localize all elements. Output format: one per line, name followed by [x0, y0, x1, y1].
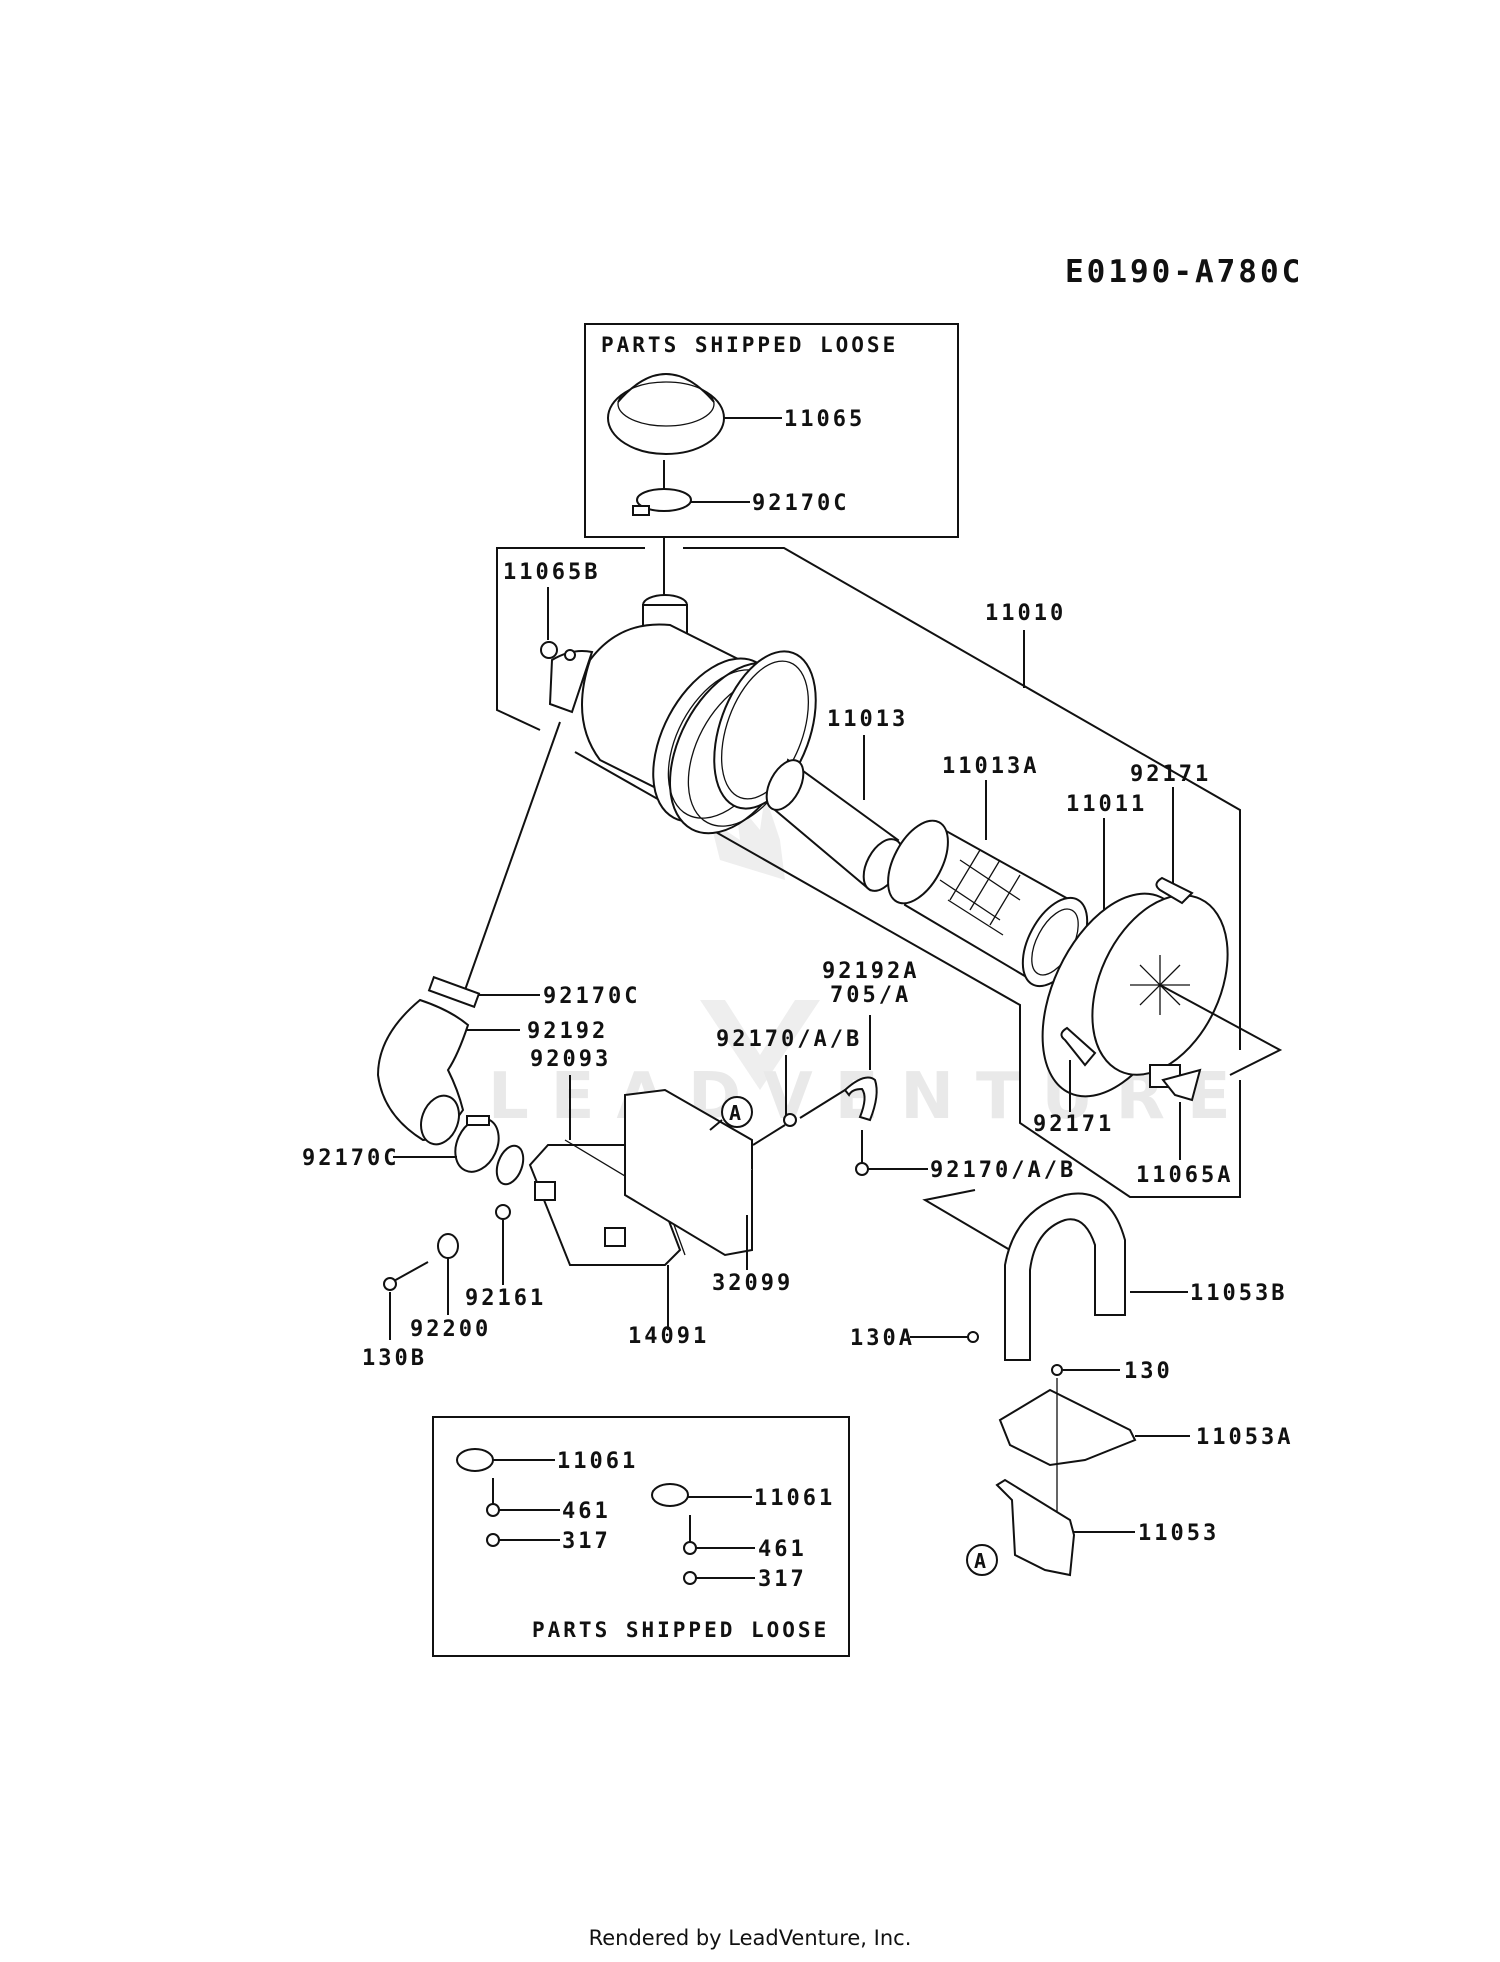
part-label-11013[interactable]: 11013: [827, 707, 908, 732]
dust-valve-11065A[interactable]: [1161, 1068, 1202, 1102]
part-label-14091[interactable]: 14091: [628, 1324, 709, 1349]
washer-461-left[interactable]: [486, 1503, 500, 1517]
box-frame: [584, 323, 959, 538]
bracket-11053A[interactable]: [998, 1388, 1137, 1467]
callout-marker-a-lower: A: [966, 1544, 998, 1576]
part-label-130B[interactable]: 130B: [362, 1346, 427, 1371]
part-label-317-right[interactable]: 317: [758, 1567, 807, 1592]
washer-461-right[interactable]: [683, 1541, 697, 1555]
base-plate-32099[interactable]: [624, 1088, 753, 1257]
part-label-92170C-lower[interactable]: 92170C: [302, 1146, 399, 1171]
part-label-11010[interactable]: 11010: [985, 601, 1066, 626]
box-frame: [432, 1416, 850, 1657]
part-label-11061-left[interactable]: 11061: [557, 1449, 638, 1474]
part-label-11011[interactable]: 11011: [1066, 792, 1147, 817]
hose-clamp-92170C-upper[interactable]: [427, 975, 481, 1009]
hose-clamp-92170C-lower[interactable]: [447, 1111, 507, 1179]
grommet-92161[interactable]: [495, 1204, 511, 1220]
flame-watermark-icon: [710, 795, 785, 880]
part-label-11061-right[interactable]: 11061: [754, 1486, 835, 1511]
svg-text:A: A: [729, 1101, 741, 1125]
box-title: PARTS SHIPPED LOOSE: [532, 1618, 829, 1642]
callout-marker-a-upper: A: [709, 1096, 753, 1131]
part-label-92170C-upper[interactable]: 92170C: [543, 984, 640, 1009]
part-label-92161[interactable]: 92161: [465, 1286, 546, 1311]
washer-92200[interactable]: [437, 1233, 459, 1259]
part-label-92192[interactable]: 92192: [527, 1019, 608, 1044]
nut-317-left[interactable]: [486, 1533, 500, 1547]
plate-11053[interactable]: [995, 1478, 1076, 1577]
part-label-11065A[interactable]: 11065A: [1136, 1163, 1233, 1188]
part-label-92170AB-lower[interactable]: 92170/A/B: [930, 1158, 1076, 1183]
part-label-461-right[interactable]: 461: [758, 1537, 807, 1562]
bolt-130B[interactable]: [383, 1261, 429, 1291]
part-label-92171-bottom[interactable]: 92171: [1033, 1112, 1114, 1137]
gasket-11061-left[interactable]: [456, 1448, 494, 1472]
part-label-461-left[interactable]: 461: [562, 1499, 611, 1524]
hose-clamp-92170C-top[interactable]: [632, 488, 692, 516]
nut-317-right[interactable]: [683, 1571, 697, 1585]
assembly-bracket-11010: [496, 547, 645, 731]
box-title: PARTS SHIPPED LOOSE: [601, 333, 898, 357]
parts-shipped-loose-box-bottom: 11061 461 317 11061 461 317 PARTS SHIPPE…: [432, 1416, 850, 1657]
diagram-id: E0190-A780C: [1065, 254, 1303, 290]
outer-filter-11013A[interactable]: [876, 811, 1101, 997]
intake-hose-92192[interactable]: [376, 998, 470, 1150]
part-label-11053[interactable]: 11053: [1138, 1521, 1219, 1546]
part-label-130[interactable]: 130: [1124, 1359, 1173, 1384]
part-label-317-left[interactable]: 317: [562, 1529, 611, 1554]
band-bracket-11053B[interactable]: [1004, 1192, 1126, 1361]
part-label-11013A[interactable]: 11013A: [942, 754, 1039, 779]
v-logo-watermark-icon: [700, 1000, 820, 1090]
clip-92171-bottom[interactable]: [1060, 1026, 1097, 1067]
valve-cap-11065B[interactable]: [540, 641, 558, 659]
bolt-130A[interactable]: [967, 1331, 979, 1343]
part-label-92170C-top[interactable]: 92170C: [752, 491, 849, 516]
part-label-130A[interactable]: 130A: [850, 1326, 915, 1351]
part-label-92171-top[interactable]: 92171: [1130, 762, 1211, 787]
part-label-92200[interactable]: 92200: [410, 1317, 491, 1342]
footer-credit: Rendered by LeadVenture, Inc.: [588, 1926, 912, 1950]
part-label-11053B[interactable]: 11053B: [1190, 1281, 1287, 1306]
clip-92170AB-upper[interactable]: [783, 1113, 797, 1127]
part-label-92192A[interactable]: 92192A: [822, 959, 919, 984]
part-label-11065[interactable]: 11065: [784, 407, 865, 432]
gasket-11061-right[interactable]: [651, 1483, 689, 1507]
breather-hose-92192A[interactable]: [843, 1076, 878, 1122]
part-label-705A[interactable]: 705/A: [830, 983, 911, 1008]
part-label-92093[interactable]: 92093: [530, 1047, 611, 1072]
air-cleaner-body[interactable]: [548, 594, 835, 855]
part-label-32099[interactable]: 32099: [712, 1271, 793, 1296]
part-label-11065B[interactable]: 11065B: [503, 560, 600, 585]
precleaner-cap-11065[interactable]: [607, 373, 725, 455]
clip-92170AB-lower[interactable]: [855, 1162, 869, 1176]
part-label-92170AB-upper[interactable]: 92170/A/B: [716, 1027, 862, 1052]
bolt-130[interactable]: [1051, 1364, 1063, 1376]
parts-shipped-loose-box-top: PARTS SHIPPED LOOSE 11065 92170C: [584, 323, 959, 538]
svg-text:A: A: [974, 1549, 986, 1573]
part-label-11053A[interactable]: 11053A: [1196, 1425, 1293, 1450]
clip-92171-top[interactable]: [1155, 876, 1194, 905]
